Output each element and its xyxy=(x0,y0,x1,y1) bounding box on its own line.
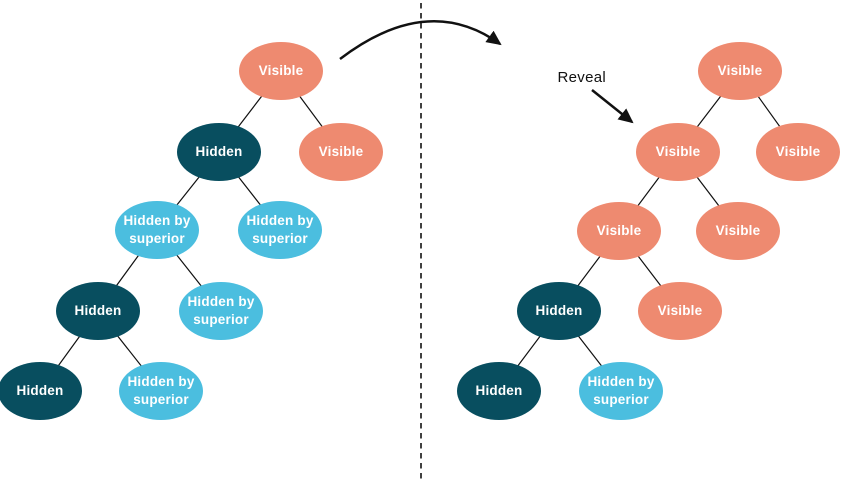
node-label: Visible xyxy=(258,63,304,79)
node-label: Hidden xyxy=(475,383,523,399)
node-label: Hidden by superior xyxy=(123,213,191,246)
right-tree-node-8: Hidden by superior xyxy=(579,362,663,420)
right-tree-node-4: Visible xyxy=(696,202,780,260)
node-label: Visible xyxy=(715,223,761,239)
left-tree-node-5: Hidden xyxy=(56,282,140,340)
right-tree-node-1: Visible xyxy=(636,123,720,181)
node-label: Visible xyxy=(717,63,763,79)
right-tree-node-5: Hidden xyxy=(517,282,601,340)
right-tree-node-7: Hidden xyxy=(457,362,541,420)
node-label: Hidden xyxy=(74,303,122,319)
node-label: Hidden by superior xyxy=(187,294,255,327)
node-label: Hidden by superior xyxy=(246,213,314,246)
right-tree-node-3: Visible xyxy=(577,202,661,260)
left-tree-node-8: Hidden by superior xyxy=(119,362,203,420)
node-label: Visible xyxy=(775,144,821,160)
right-tree-node-root: Visible xyxy=(698,42,782,100)
left-tree-node-7: Hidden xyxy=(0,362,82,420)
right-tree-node-6: Visible xyxy=(638,282,722,340)
left-tree-node-root: Visible xyxy=(239,42,323,100)
left-tree-node-2: Visible xyxy=(299,123,383,181)
node-label: Hidden xyxy=(195,144,243,160)
node-label: Hidden xyxy=(535,303,583,319)
left-tree-node-1: Hidden xyxy=(177,123,261,181)
left-tree-node-6: Hidden by superior xyxy=(179,282,263,340)
node-label: Hidden by superior xyxy=(587,374,655,407)
node-label: Hidden xyxy=(16,383,64,399)
reveal-arrow xyxy=(591,89,634,124)
left-tree-node-4: Hidden by superior xyxy=(238,201,322,259)
transform-arrow xyxy=(339,20,502,60)
node-label: Visible xyxy=(655,144,701,160)
right-tree-node-2: Visible xyxy=(756,123,840,181)
node-label: Visible xyxy=(657,303,703,319)
left-tree-node-3: Hidden by superior xyxy=(115,201,199,259)
reveal-label: Reveal xyxy=(557,69,606,86)
node-label: Hidden by superior xyxy=(127,374,195,407)
node-label: Visible xyxy=(318,144,364,160)
node-label: Visible xyxy=(596,223,642,239)
